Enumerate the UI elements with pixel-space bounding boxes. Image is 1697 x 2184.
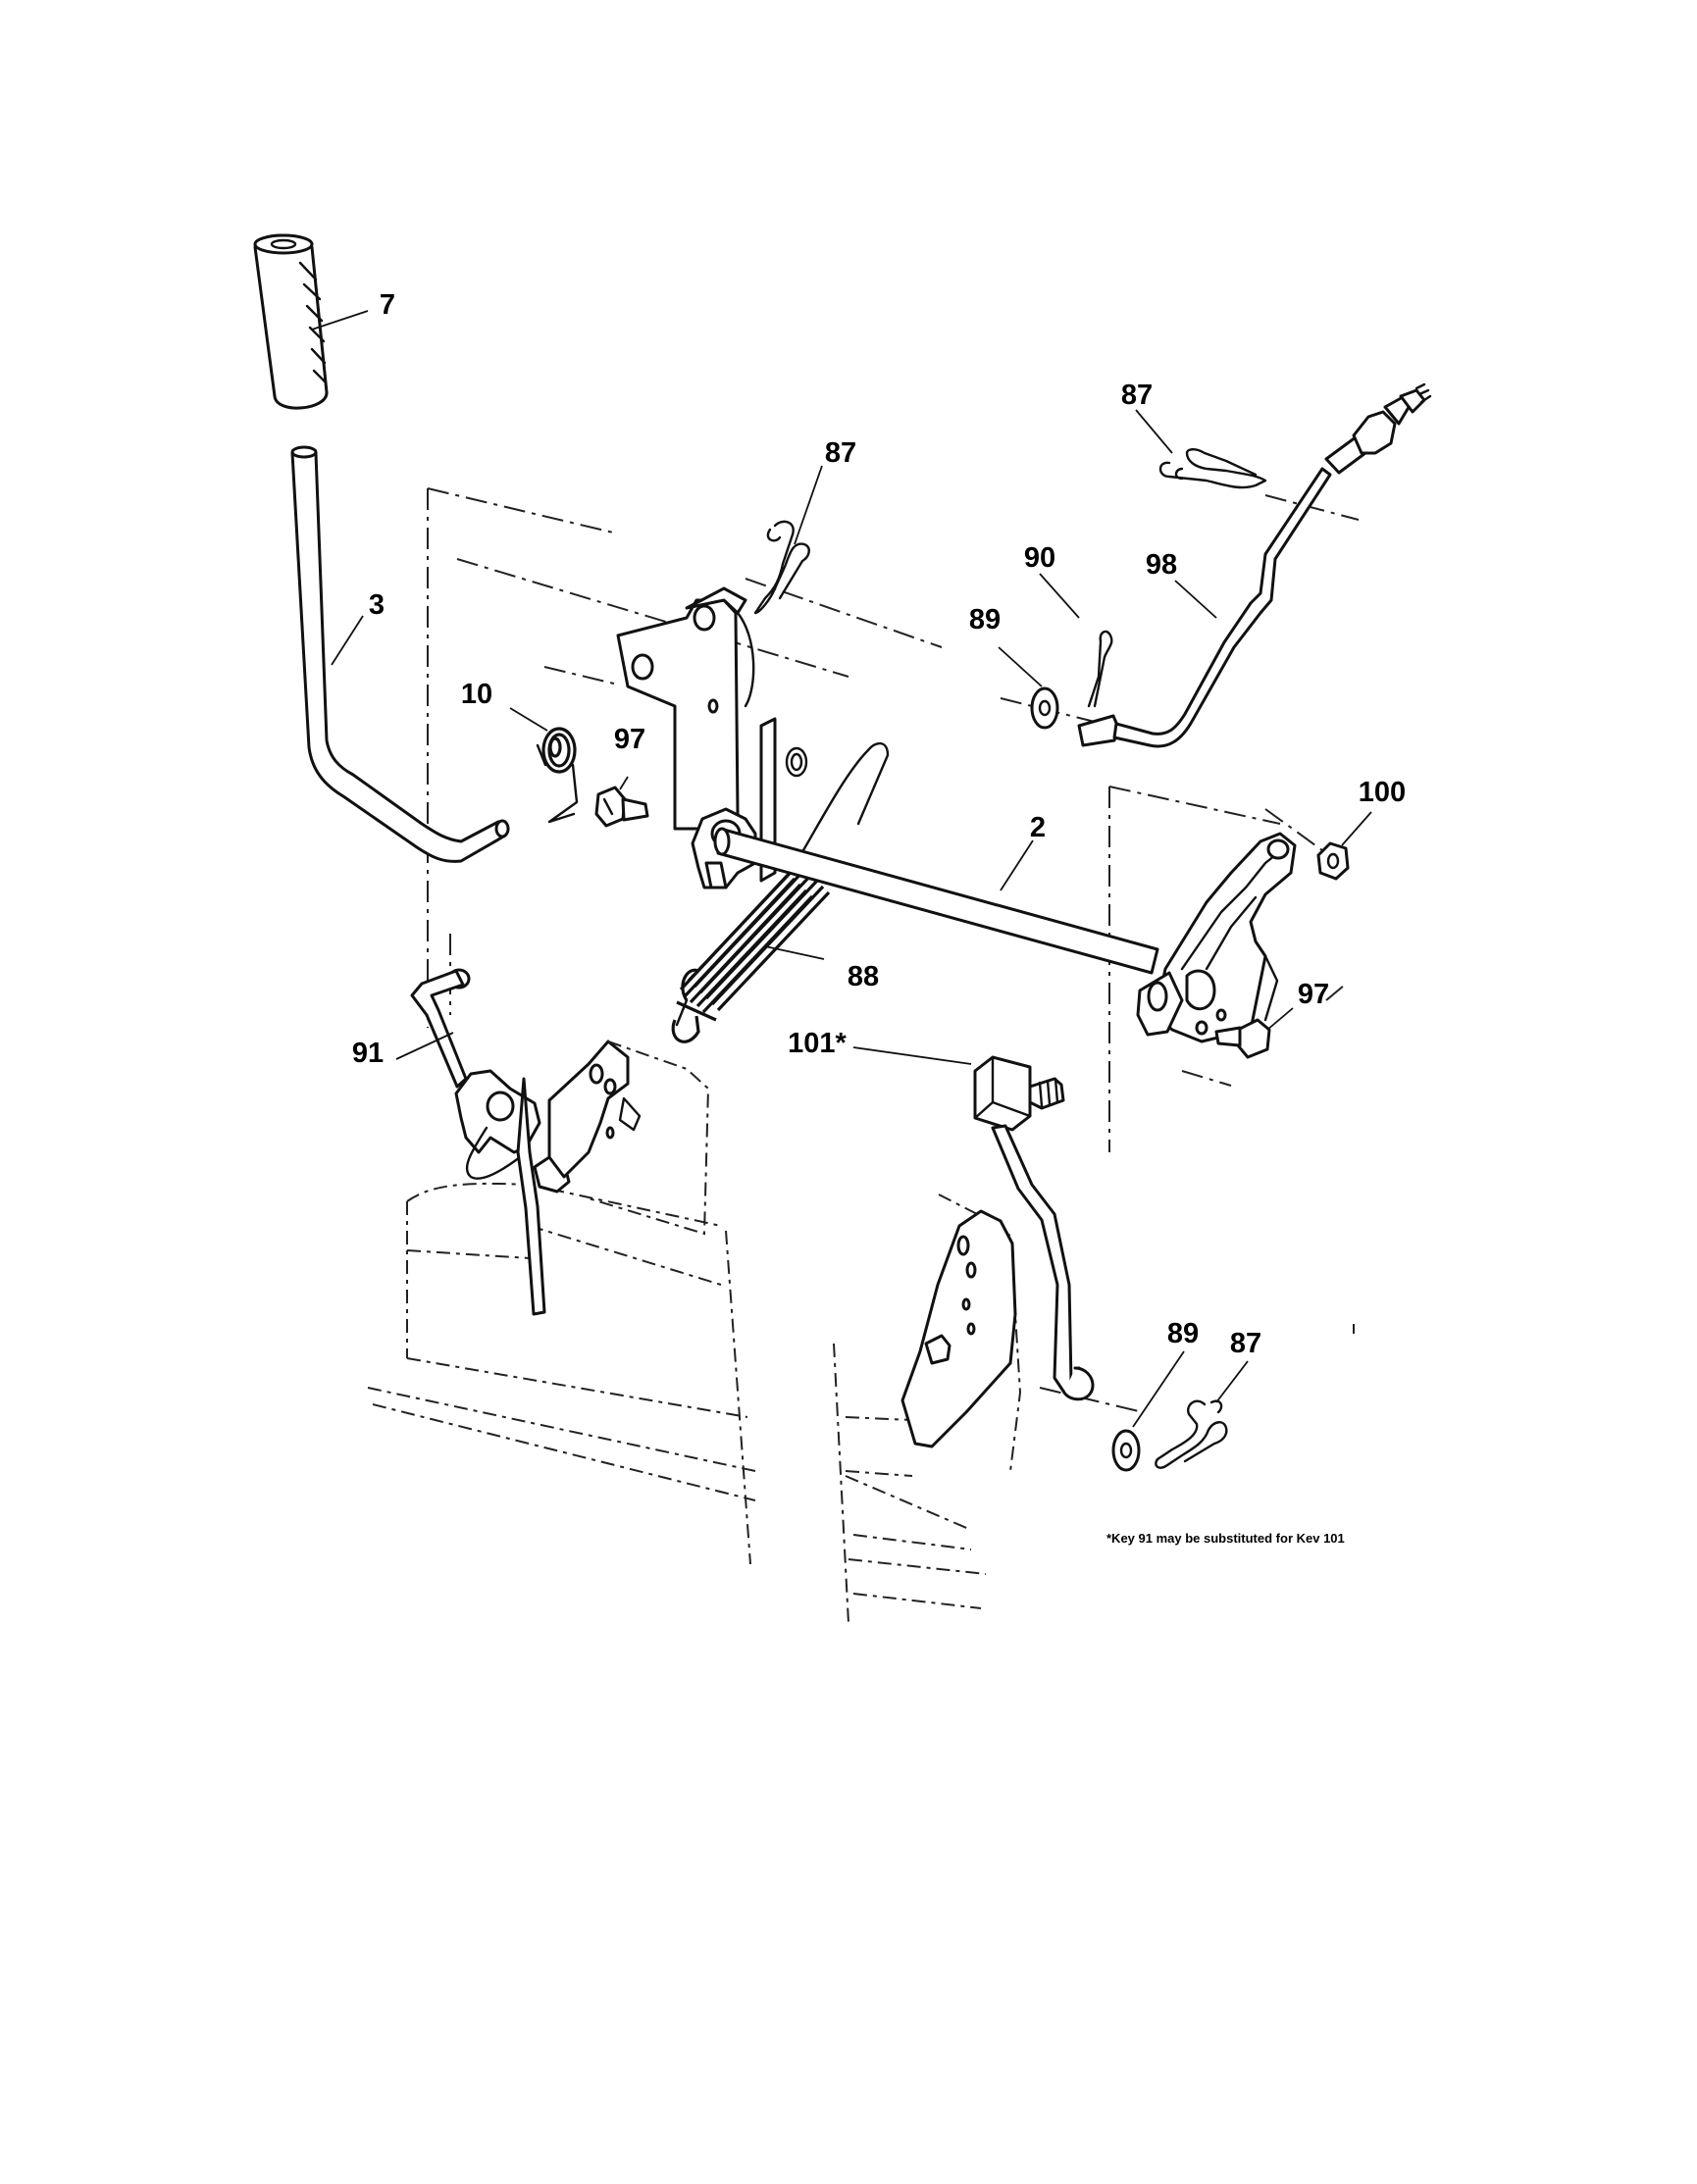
lift-link-rod [1077,382,1432,748]
torsion-spring [536,727,579,824]
callout-87-lower: 87 [1230,1328,1261,1359]
hairpin-clip-top [753,520,810,615]
callout-98: 98 [1146,549,1177,581]
callout-7: 7 [380,289,395,321]
handle-grip [253,233,329,410]
callout-10: 10 [461,679,492,710]
callout-97-upper: 97 [614,724,645,755]
washer-bottom [1111,1429,1141,1472]
lift-link-trunnion [973,1055,1095,1401]
callout-3: 3 [369,589,385,621]
callout-89-lower: 89 [1167,1318,1199,1349]
mower-deck-outline [367,1183,1355,1565]
callout-88: 88 [848,961,879,992]
callout-101: 101* [788,1028,847,1059]
hairpin-clip-top-right [1158,448,1267,489]
leader-lines [311,310,1372,1428]
washer-top [1030,686,1059,730]
assembly-guide-lines [427,487,1360,1413]
lift-link-left [410,968,571,1316]
lift-bracket-upper [616,586,755,831]
lift-arm-right [1136,832,1297,1043]
bolt-right [1214,1018,1271,1059]
deck-hanger-left [547,1040,710,1236]
deck-hanger-right [900,1194,1022,1472]
substitution-footnote: *Key 91 may be substituted for Kev 101 [1106,1531,1345,1546]
callout-87-top-right: 87 [1121,380,1153,411]
callout-97-right: 97 [1298,979,1329,1010]
callout-87-upper: 87 [825,437,856,469]
bolt-upper [594,786,649,828]
callout-2: 2 [1030,812,1046,843]
callout-labels: 7 3 10 97 87 87 90 98 89 100 2 88 97 91 … [352,289,1406,1359]
callout-89-upper: 89 [969,604,1001,635]
callout-90: 90 [1024,542,1055,574]
extension-spring [671,741,890,1043]
callout-100: 100 [1359,777,1406,808]
hex-nut [1316,841,1350,881]
mower-deck-outline-right [833,1343,987,1624]
lift-shaft [713,827,1159,975]
lift-handle-rod [290,445,510,863]
cotter-pin [1087,630,1113,708]
hairpin-clip-bottom [1155,1399,1228,1469]
callout-91: 91 [352,1038,384,1069]
